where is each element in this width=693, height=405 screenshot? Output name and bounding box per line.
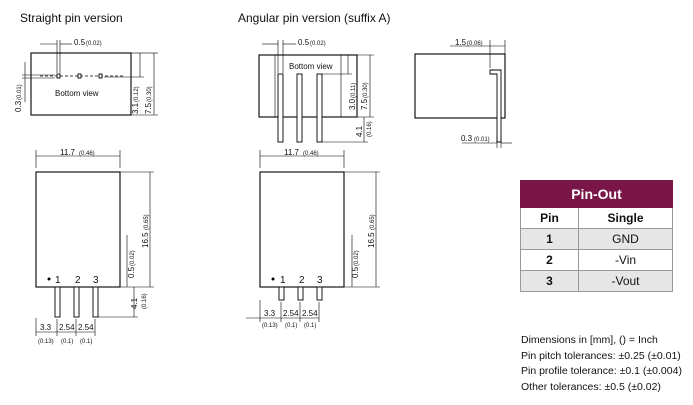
svg-text:(0.65): (0.65) [144,214,150,230]
svg-text:(0.02): (0.02) [130,250,136,266]
dim-angular-pitch-1: 2.54 [283,309,299,318]
dim-straight-height: 16.5 [141,232,150,248]
svg-text:(0.13): (0.13) [262,323,278,329]
dim-angular-height: 16.5 [367,232,376,248]
angular-pin-title: Angular pin version (suffix A) [238,11,391,25]
straight-pin-title: Straight pin version [20,11,123,25]
dim-angular-pitch-2: 2.54 [302,309,318,318]
function-cell: -Vout [578,270,673,292]
angular-front-pin-3 [316,286,323,301]
svg-text:(0.11): (0.11) [351,83,357,98]
straight-bottom-body [30,52,132,116]
note-other: Other tolerances: ±0.5 (±0.02) [521,380,661,393]
svg-text:(0.12): (0.12) [134,86,140,102]
note-pin-pitch: Pin pitch tolerances: ±0.25 (±0.01) [521,349,681,362]
angular-front-body [259,171,345,288]
angular-front-view: 11.7 (0.46) 1 2 3 16.5 (0.65) 0.5 (0.02)… [246,148,380,329]
note-units: Dimensions in [mm], () = Inch [521,334,658,346]
straight-bottom-view: Bottom view 0.5 (0.02) 0.3 (0.01) 3.1 (0… [14,38,158,116]
svg-text:(0.02): (0.02) [310,41,326,47]
angular-pin-number-1: 1 [280,275,286,286]
dim-angular-7-5: 7.5 [360,98,369,110]
svg-text:(0.16): (0.16) [367,121,373,137]
function-cell: -Vin [578,249,673,271]
dim-straight-pitch-2: 2.54 [78,323,94,332]
pin-cell: 3 [520,270,579,292]
dim-angular-pin-width: 0.5 [298,38,310,47]
pinout-header-pin: Pin [520,207,579,229]
svg-text:(0.1): (0.1) [61,339,73,345]
svg-text:(0.1): (0.1) [304,323,316,329]
angular-front-pin-2 [297,286,304,301]
dim-straight-0-5-vertical: 0.5 [127,266,136,278]
function-cell: GND [578,228,673,250]
dim-angular-0-5-vertical: 0.5 [351,266,360,278]
angular-side-body [414,53,506,119]
svg-text:(0.01): (0.01) [474,137,490,143]
svg-text:(0.65): (0.65) [370,214,376,230]
angular-pin-1 [277,73,284,143]
svg-text:(0.1): (0.1) [285,323,297,329]
dim-straight-7-5: 7.5 [144,102,153,114]
svg-text:(0.46): (0.46) [303,151,319,157]
pin-cell: 1 [520,228,579,250]
angular-side-view: 1.5 (0.06) 0.3 (0.01) [414,38,512,148]
dim-angular-edge-to-pin: 3.3 [264,309,276,318]
angular-pin-3 [316,73,323,143]
dim-angular-1-5: 1.5 [455,38,467,47]
angular-bottom-view: Bottom view 0.5 (0.02) 3.0 (0.11) 7.5 (0… [258,38,374,143]
pin-cell: 2 [520,249,579,271]
tolerance-notes: Dimensions in [mm], () = Inch Pin pitch … [521,333,682,395]
svg-text:(0.01): (0.01) [17,84,23,100]
straight-front-view: 11.7 (0.46) 1 2 3 16.5 (0.65) 0.5 (0.02)… [35,148,154,345]
bottom-view-label-angular: Bottom view [289,62,333,71]
dim-angular-pin-thickness: 0.3 [461,134,473,143]
dim-angular-width: 11.7 [284,148,300,157]
svg-text:(0.06): (0.06) [467,41,483,47]
pinout-title: Pin-Out [520,180,673,208]
angular-front-pin-1 [278,286,285,301]
pinout-header-single: Single [578,207,673,229]
bottom-view-label-straight: Bottom view [55,89,99,98]
table-row: 1 GND [520,228,673,250]
dim-straight-3-1: 3.1 [131,102,140,114]
svg-text:(0.16): (0.16) [142,293,148,309]
dim-straight-width: 11.7 [60,148,76,157]
note-pin-profile: Pin profile tolerance: ±0.1 (±0.004) [521,365,682,377]
svg-text:(0.1): (0.1) [80,339,92,345]
straight-pin-1 [54,286,61,318]
dim-straight-pin-thickness: 0.3 [14,100,23,112]
straight-front-body [35,171,121,288]
pin-number-3: 3 [93,275,99,286]
pin-number-2: 2 [75,275,81,286]
angular-pin-number-3: 3 [317,275,323,286]
straight-pin-3 [92,286,99,318]
dim-straight-pin-width: 0.5 [74,38,86,47]
table-row: 3 -Vout [520,270,673,292]
straight-pin-2 [73,286,80,318]
pinout-table: Pin-Out Pin Single 1 GND 2 -Vin 3 -Vout [520,180,673,292]
dim-straight-pitch-1: 2.54 [59,323,75,332]
dim-straight-edge-to-pin: 3.3 [40,323,52,332]
svg-text:(0.46): (0.46) [79,151,95,157]
angular-bottom-body [258,54,358,118]
svg-text:(0.02): (0.02) [86,41,102,47]
dim-straight-pin-length: 4.1 [130,297,139,309]
svg-text:(0.13): (0.13) [38,339,54,345]
pin-number-1: 1 [55,275,61,286]
table-row: 2 -Vin [520,249,673,271]
svg-text:(0.30): (0.30) [147,86,153,102]
angular-pin-2 [296,73,303,143]
angular-pin-number-2: 2 [299,275,305,286]
dim-angular-3-0: 3.0 [348,98,357,110]
svg-text:(0.30): (0.30) [363,82,369,98]
svg-text:(0.02): (0.02) [354,250,360,266]
dim-angular-pin-length: 4.1 [355,125,364,137]
